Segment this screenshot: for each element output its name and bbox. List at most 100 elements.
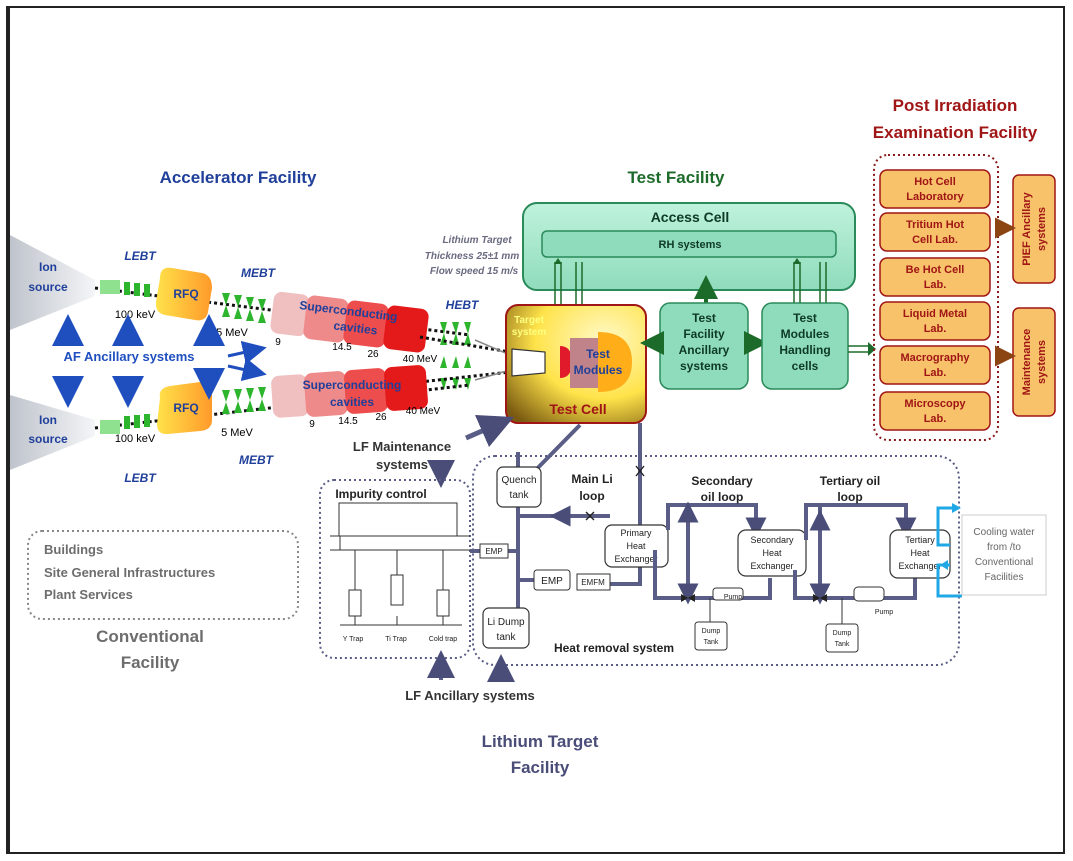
emp-impurity [479,543,509,559]
pie-lab-label: Macrography [900,352,970,364]
test-modules-label2: Modules [574,363,623,377]
pie-lab-label: Laboratory [906,191,964,203]
emfm [576,573,611,591]
energy-5mev-bottom: 5 MeV [221,427,253,439]
pie-lab-label: Cell Lab. [912,234,958,246]
ion-source-bottom [10,395,95,470]
conventional-item2: Site General Infrastructures [44,565,215,580]
pie-lab-label: Lab. [924,279,947,291]
li-dump-label1: Li Dump [487,617,525,628]
primary-hx-label2: Heat [626,541,646,551]
energy-26-bottom: 26 [375,412,387,423]
pump-secondary-label: Pump [724,594,742,601]
dump-tank-secondary-label2: Tank [704,639,719,646]
target-info-line1: Lithium Target [442,235,512,246]
quench-tank-label2: tank [510,490,530,501]
pie-lab-label: Lab. [924,323,947,335]
primary-hx [604,524,669,568]
pie-maintenance-label2: systems [1036,340,1048,384]
ion-source-bottom-label2: source [28,432,68,446]
quench-tank-label1: Quench [501,475,536,486]
dump-tank-tertiary-label1: Dump [833,630,852,637]
sc-bottom-label2: cavities [330,395,374,409]
lf-maint-label1: LF Maintenance [353,439,451,454]
dump-tank-tertiary-label2: Tank [835,641,850,648]
pie-lab-label: Liquid Metal [903,308,967,320]
heat-removal-boundary [472,455,960,666]
lebt-top-label: LEBT [124,249,157,263]
conventional-item1: Buildings [44,542,103,557]
af-ancillary-label: AF Ancillary systems [63,349,194,364]
lf-maint-label2: systems [376,457,428,472]
secondary-hx-label2: Heat [762,548,782,558]
pie-lab-label: Hot Cell [914,176,956,188]
ion-source-top-label2: source [28,280,68,294]
cooling-water-box [961,514,1047,596]
diagram-frame [6,6,1065,854]
energy-100kev-top: 100 keV [115,309,156,321]
emp-main [533,569,571,591]
cold-trap-label: Cold trap [429,636,458,643]
lebt-bottom-label: LEBT [124,471,157,485]
main-li-loop-label1: Main Li [571,472,612,486]
primary-hx-label3: Exchanger [614,554,657,564]
rh-systems [541,230,837,258]
impurity-label1: Impurity control [335,487,426,501]
tertiary-hx [889,529,951,579]
energy-40-bottom: 40 MeV [406,406,441,417]
cooling-label3: Conventional [975,557,1033,568]
tertiary-hx-label3: Exchanger [898,561,941,571]
tm-handling-label3: Handling [779,343,830,357]
target-system-shape [511,348,546,377]
pie-lab-box [879,257,991,297]
pief-ancillary [1012,174,1056,284]
test-facility-title: Test Facility [628,168,726,187]
tm-handling-label2: Modules [781,327,830,341]
ti-trap-label: Ti Trap [385,636,407,643]
pie-lab-box [879,301,991,341]
pie-lab-box [879,212,991,252]
cooling-label2: from /to [987,542,1021,553]
lf-ancillary-label: LF Ancillary systems [405,688,535,703]
ion-source-top-label1: Ion [39,260,57,274]
pie-title-line1: Post Irradiation [893,96,1018,115]
tertiary-loop-label2: loop [837,490,862,504]
pie-lab-box [879,169,991,209]
target-info-line3: Flow speed 15 m/s [430,266,519,277]
test-modules-label1: Test [586,347,610,361]
lebt-top-magnet [100,280,120,294]
conventional-title-line1: Conventional [96,627,204,646]
lithium-title-line2: Facility [511,758,570,777]
emfm-label: EMFM [581,578,605,587]
hebt-label: HEBT [446,298,480,312]
rfq-top-label: RFQ [173,287,198,301]
main-li-loop-label2: loop [579,489,604,503]
pie-lab-box [879,345,991,385]
dump-tank-tertiary [825,623,859,653]
tertiary-hx-label2: Heat [910,548,930,558]
impurity-boundary [319,479,471,659]
pie-maintenance [1012,307,1056,417]
tertiary-loop-label1: Tertiary oil [820,474,880,488]
emp-main-label: EMP [541,576,563,587]
conventional-title-line2: Facility [121,653,180,672]
quench-tank [496,466,542,508]
mebt-bottom-label: MEBT [239,453,275,467]
tertiary-hx-label1: Tertiary [905,535,935,545]
sc-bottom-label1: Superconducting [303,378,402,392]
target-info: Lithium Target Thickness 25±1 mm Flow sp… [425,235,520,277]
secondary-loop-label2: oil loop [701,490,744,504]
tf-ancillary-label4: systems [680,359,728,373]
secondary-hx [737,529,807,577]
tm-handling-label1: Test [793,311,817,325]
pief-ancillary-label1: PIEF Ancillary [1021,191,1033,265]
y-trap-label: Y Trap [343,636,364,643]
tf-ancillary-label1: Test [692,311,716,325]
secondary-hx-label1: Secondary [750,535,794,545]
emp-impurity-label: EMP [485,547,502,556]
dump-tank-secondary [694,621,728,651]
test-cell-label: Test Cell [549,401,606,417]
tf-ancillary-label3: Ancillary [679,343,730,357]
tf-ancillary-label2: Facility [683,327,725,341]
